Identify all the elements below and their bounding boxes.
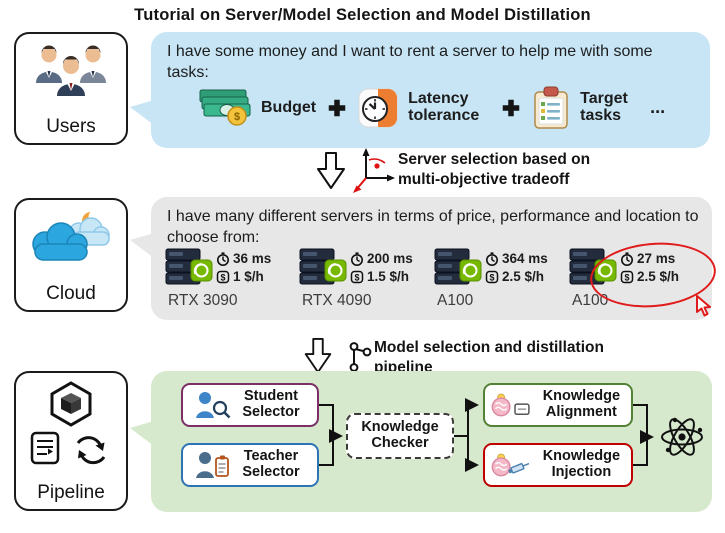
gpu-server-icon [299, 248, 347, 285]
pipeline-tools-icon [30, 381, 106, 465]
server-name: RTX 4090 [302, 292, 372, 309]
pipeline-box: Pipeline [14, 371, 128, 511]
latency-spec: 364 ms [485, 251, 548, 268]
server-card: 364 ms $ 2.5 $/h A100 [434, 247, 564, 311]
pipeline-bubble-tail [130, 421, 154, 446]
latency-value: 364 ms [502, 250, 548, 266]
users-label: Users [46, 116, 96, 138]
server-specs: 27 ms $ 2.5 $/h [569, 247, 699, 289]
knowledge-alignment-node: Knowledge Alignment [483, 383, 633, 427]
knowledge-checker-label: Knowledge Checker [361, 419, 439, 451]
users-box: Users [14, 32, 128, 145]
step1-caption-line2: multi-objective tradeoff [398, 170, 570, 188]
users-group-icon [36, 45, 106, 96]
server-name: A100 [437, 292, 474, 309]
pipeline-flow-arrows [319, 398, 654, 472]
latency-spec: 27 ms [620, 251, 679, 268]
latency-spec: 36 ms [216, 251, 271, 268]
gpu-server-icon [569, 248, 617, 285]
dollar-coin-glyph: $ [234, 111, 240, 123]
knowledge-checker-node: Knowledge Checker [346, 413, 454, 459]
student-selector-node: Student Selector [181, 383, 319, 427]
brain-alignment-icon [491, 393, 530, 417]
cloud-box: Cloud [14, 198, 128, 312]
teacher-clipboard-icon [196, 452, 229, 478]
svg-text:$: $ [624, 273, 629, 283]
page-title: Tutorial on Server/Model Selection and M… [134, 6, 591, 24]
stopwatch-icon [621, 252, 633, 267]
server-card: 200 ms $ 1.5 $/h RTX 4090 [299, 247, 429, 311]
dollar-icon: $ [216, 270, 230, 284]
stopwatch-icon [351, 252, 363, 267]
server-name: RTX 3090 [168, 292, 238, 309]
plus-icon [328, 99, 346, 117]
dollar-icon: $ [620, 270, 634, 284]
price-spec: $ 1 $/h [216, 269, 271, 286]
latency-spec: 200 ms [350, 251, 413, 268]
latency-clock-icon [358, 88, 398, 128]
gpu-server-icon [434, 248, 482, 285]
tradeoff-axes-icon [353, 148, 395, 193]
price-value: 2.5 $/h [637, 268, 680, 284]
cloud-speech-bubble: I have many different servers in terms o… [130, 197, 712, 320]
dollar-icon: $ [485, 270, 499, 284]
latency-label: Latency tolerance [408, 90, 480, 124]
server-specs: 36 ms $ 1 $/h [165, 247, 295, 289]
budget-label: Budget [261, 98, 317, 116]
dollar-icon: $ [350, 270, 364, 284]
price-value: 1.5 $/h [367, 268, 410, 284]
svg-text:$: $ [354, 273, 359, 283]
gpu-server-icon [165, 248, 213, 285]
latency-value: 200 ms [367, 250, 413, 266]
pipeline-branch-icon [349, 342, 372, 372]
cloud-label: Cloud [46, 283, 96, 305]
server-specs: 364 ms $ 2.5 $/h [434, 247, 564, 289]
users-bubble-tail [130, 100, 154, 125]
server-card: 36 ms $ 1 $/h RTX 3090 [165, 247, 295, 311]
price-spec: $ 1.5 $/h [350, 269, 413, 286]
plus-icon [502, 99, 520, 117]
cloud-bubble-tail [130, 233, 154, 258]
price-value: 2.5 $/h [502, 268, 545, 284]
price-spec: $ 2.5 $/h [620, 269, 679, 286]
brain-syringe-icon [491, 453, 530, 477]
teacher-selector-label: Teacher Selector [242, 448, 300, 480]
factor-row: $ Budget Latency tolerance [197, 86, 665, 130]
pipeline-label: Pipeline [37, 482, 105, 504]
step2-caption-line1: Model selection and distillation [374, 339, 604, 356]
budget-money-icon: $ [199, 89, 251, 126]
target-tasks-label: Target tasks [580, 90, 628, 124]
users-speech-bubble: I have some money and I want to rent a s… [130, 32, 710, 148]
svg-text:$: $ [489, 273, 494, 283]
server-specs: 200 ms $ 1.5 $/h [299, 247, 429, 289]
cursor-icon [696, 295, 711, 317]
student-selector-label: Student Selector [242, 388, 300, 420]
cloud-message: I have many different servers in terms o… [167, 208, 699, 247]
latency-value: 36 ms [233, 250, 272, 266]
stopwatch-icon [217, 252, 229, 267]
more-factors-ellipsis: ... [650, 97, 666, 118]
student-search-icon [196, 392, 231, 419]
down-arrow-icon [304, 338, 332, 374]
knowledge-alignment-label: Knowledge Alignment [542, 388, 621, 420]
latency-value: 27 ms [637, 250, 676, 266]
users-message: I have some money and I want to rent a s… [167, 43, 653, 82]
target-tasks-clipboard-icon [534, 86, 568, 129]
cloud-icon [32, 209, 110, 261]
price-value: 1 $/h [233, 268, 264, 284]
knowledge-injection-label: Knowledge Injection [542, 448, 621, 480]
stopwatch-icon [486, 252, 498, 267]
knowledge-injection-node: Knowledge Injection [483, 443, 633, 487]
price-spec: $ 2.5 $/h [485, 269, 548, 286]
svg-text:$: $ [220, 273, 225, 283]
server-card-selected: 27 ms $ 2.5 $/h A100 [569, 247, 699, 311]
step1-caption-line1: Server selection based on [398, 151, 591, 168]
teacher-selector-node: Teacher Selector [181, 443, 319, 487]
step1-caption: Server selection based on multi-objectiv… [398, 150, 590, 190]
server-name: A100 [572, 292, 609, 309]
atom-icon [661, 417, 703, 456]
down-arrow-icon [317, 152, 345, 189]
